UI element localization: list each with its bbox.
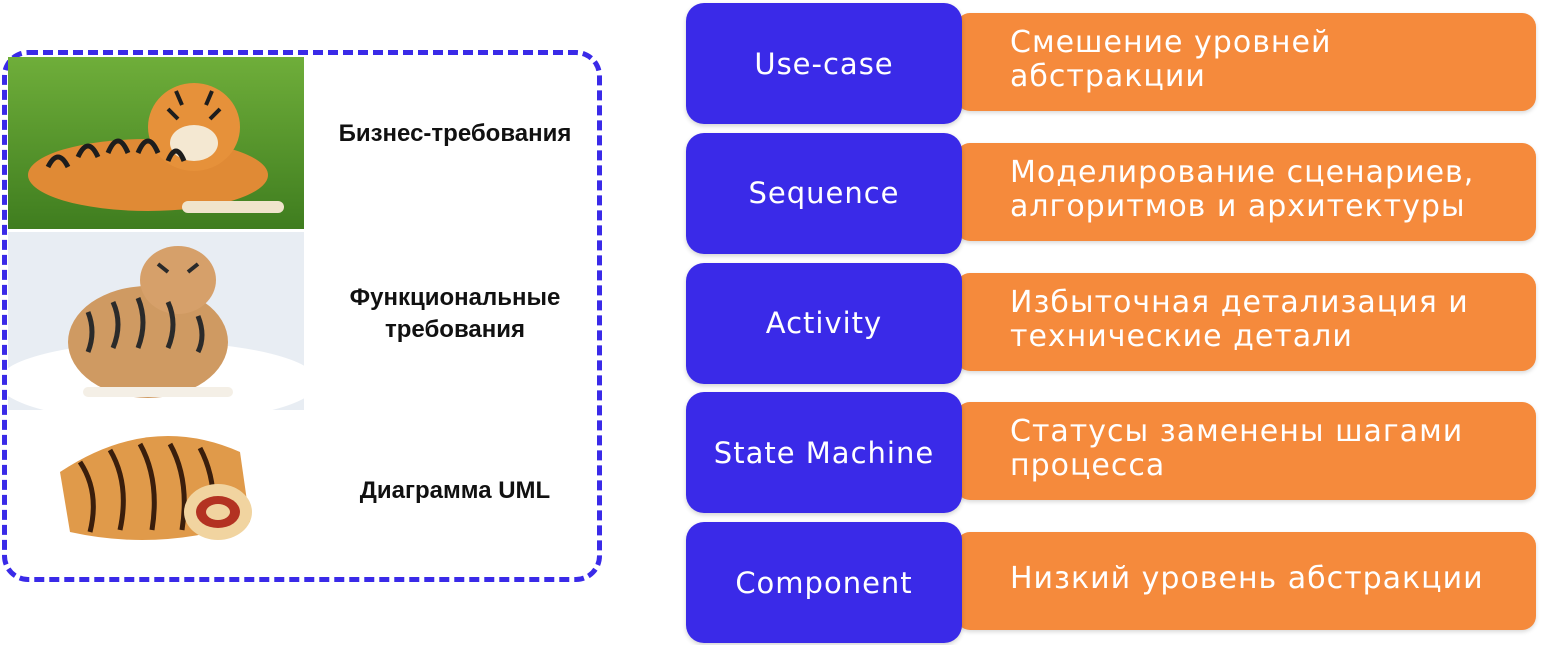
diagram-type-box: Component xyxy=(686,522,962,644)
issue-text: Смешение уровней абстракции xyxy=(1010,25,1332,94)
row-activity: Избыточная детализация и технические дет… xyxy=(686,262,1540,384)
diagram-type-box: State Machine xyxy=(686,392,962,514)
tiger-in-snow-image xyxy=(8,232,304,410)
swiss-roll-cake-image xyxy=(40,412,272,562)
issue-bar: Моделирование сценариев, алгоритмов и ар… xyxy=(956,142,1536,241)
diagram-type-box: Activity xyxy=(686,262,962,384)
diagram-type-label: Component xyxy=(735,565,913,600)
row-component: Низкий уровень абстракции Component xyxy=(686,522,1540,644)
row-sequence: Моделирование сценариев, алгоритмов и ар… xyxy=(686,132,1540,254)
diagram-type-label: Sequence xyxy=(748,176,900,211)
tiger-on-grass-image xyxy=(8,57,304,229)
issue-text: Статусы заменены шагами процесса xyxy=(1010,414,1464,484)
uml-diagram-label: Диаграмма UML xyxy=(359,477,551,504)
issue-text: Избыточная детализация и технические дет… xyxy=(1010,284,1469,354)
diagram-type-label: State Machine xyxy=(713,435,935,470)
diagram-issues-list: Смешение уровней абстракции Use-case Мод… xyxy=(686,3,1540,644)
issue-bar: Низкий уровень абстракции xyxy=(956,532,1536,631)
issue-text: Моделирование сценариев, алгоритмов и ар… xyxy=(1010,154,1475,224)
issue-bar: Статусы заменены шагами процесса xyxy=(956,402,1536,501)
business-requirements-label: Бизнес-требования xyxy=(338,120,572,147)
issue-bar: Смешение уровней абстракции xyxy=(956,13,1536,111)
issue-text: Низкий уровень абстракции xyxy=(1010,561,1484,597)
diagram-type-box: Use-case xyxy=(686,3,962,124)
row-use-case: Смешение уровней абстракции Use-case xyxy=(686,3,1540,124)
diagram-type-box: Sequence xyxy=(686,132,962,254)
row-state-machine: Статусы заменены шагами процесса State M… xyxy=(686,392,1540,514)
diagram-type-label: Use-case xyxy=(754,46,894,81)
dashed-comparison-panel xyxy=(2,50,602,582)
functional-requirements-label: Функциональные требования xyxy=(349,284,561,343)
diagram-type-label: Activity xyxy=(765,306,883,341)
issue-bar: Избыточная детализация и технические дет… xyxy=(956,272,1536,371)
